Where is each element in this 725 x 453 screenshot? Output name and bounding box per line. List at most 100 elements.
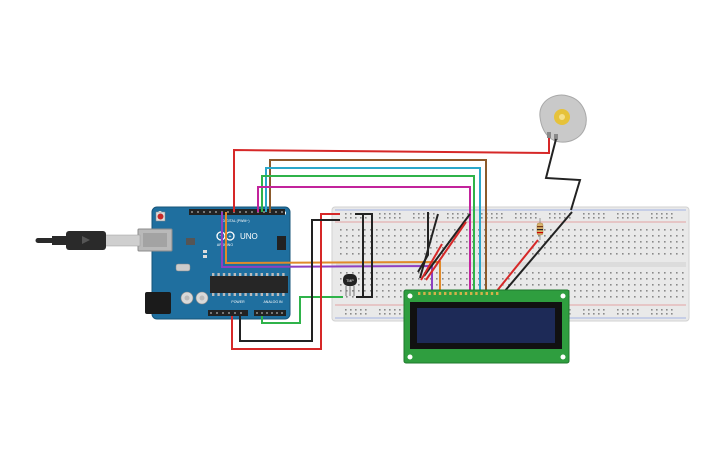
breadboard-hole [382,290,384,292]
breadboard-rail-hole [549,217,551,219]
wire-red-diag-2[interactable] [425,221,467,281]
breadboard-hole [466,247,468,249]
breadboard-hole [628,272,630,274]
breadboard-hole [616,296,618,298]
lcd-mounting-hole [407,293,413,299]
breadboard-hole [478,247,480,249]
breadboard-rail-hole [515,217,517,219]
breadboard-rail-hole [457,217,459,219]
breadboard-hole [670,290,672,292]
wire-purple[interactable] [221,212,433,295]
breadboard-hole [652,272,654,274]
breadboard-hole [568,278,570,280]
header-pin [197,211,199,213]
breadboard-hole [346,253,348,255]
power-jack[interactable] [145,292,171,314]
wire-magenta[interactable] [257,186,471,295]
breadboard-rail-hole [603,217,605,219]
breadboard-rail-hole [583,313,585,315]
breadboard-hole [664,278,666,280]
breadboard-hole [592,247,594,249]
breadboard-hole [478,241,480,243]
breadboard-rail-hole [671,313,673,315]
breadboard-hole [682,241,684,243]
breadboard-hole [406,272,408,274]
breadboard-rail-hole [564,217,566,219]
breadboard-hole [436,229,438,231]
breadboard-hole [562,272,564,274]
breadboard-hole [652,229,654,231]
lcd-16x2-module[interactable] [403,289,570,364]
analog-header [254,310,286,316]
wire-black-diag-1[interactable] [417,212,429,273]
breadboard-rail-hole [496,213,498,215]
wire-black-diag-4[interactable] [503,211,573,293]
wire-black-motor[interactable] [544,138,582,211]
breadboard-hole [544,272,546,274]
breadboard-hole [646,296,648,298]
breadboard-hole [586,241,588,243]
breadboard-hole [592,290,594,292]
breadboard-hole [382,247,384,249]
breadboard-hole [388,235,390,237]
breadboard-hole [598,290,600,292]
wire-cyan[interactable] [265,167,481,295]
breadboard-rail-hole [365,309,367,311]
breadboard-rail-hole [423,217,425,219]
wire-red-5v[interactable] [231,213,340,350]
breadboard-hole [652,284,654,286]
motor-terminal [554,134,558,140]
breadboard-hole [472,284,474,286]
resistor[interactable] [536,218,544,240]
breadboard-hole [376,278,378,280]
breadboard-hole [502,272,504,274]
wire-red-diag-3[interactable] [495,239,539,293]
wire-black-diag-3[interactable] [423,213,471,277]
wires [221,138,582,350]
breadboard-rail-hole [350,313,352,315]
digital-header-label: DIGITAL (PWM~) [222,219,249,223]
temperature-sensor[interactable]: TMP [343,274,357,296]
wire-black-diag-2[interactable] [419,213,439,279]
breadboard-hole [340,278,342,280]
breadboard-hole [556,247,558,249]
breadboard-rail-hole [656,313,658,315]
wire-red-motor[interactable] [233,138,550,212]
wire-green-top[interactable] [261,175,475,295]
wire-green-analog[interactable] [261,296,343,324]
lcd-pin [485,292,488,295]
header-pin [276,312,278,314]
wire-black-gnd[interactable] [239,219,340,342]
breadboard-hole [418,272,420,274]
breadboard-hole [514,235,516,237]
breadboard-hole [580,284,582,286]
breadboard-hole [640,229,642,231]
usb-cable[interactable] [35,231,141,250]
breadboard-rail-hole [394,217,396,219]
breadboard-hole [610,229,612,231]
wire-orange[interactable] [225,212,441,295]
breadboard-hole [370,235,372,237]
breadboard-hole [658,241,660,243]
lcd-screen [417,308,555,343]
breadboard-hole [556,278,558,280]
usb-plug-metal [103,234,141,247]
breadboard-hole [526,278,528,280]
breadboard-rail-hole [656,309,658,311]
breadboard-rail-hole [467,213,469,215]
breadboard-rail-hole [637,313,639,315]
breadboard-rail-hole [617,213,619,215]
wire-red-diag-1[interactable] [420,243,443,281]
header-pin [215,211,217,213]
breadboard-rail-hole [564,213,566,215]
dc-motor[interactable] [539,94,587,143]
header-pin [281,211,283,213]
breadboard-hole [436,241,438,243]
breadboard-hole [484,253,486,255]
breadboard-hole [556,241,558,243]
breadboard-hole [550,241,552,243]
breadboard-rail-hole [379,313,381,315]
digital-header [189,209,285,215]
breadboard-rail-hole [583,217,585,219]
